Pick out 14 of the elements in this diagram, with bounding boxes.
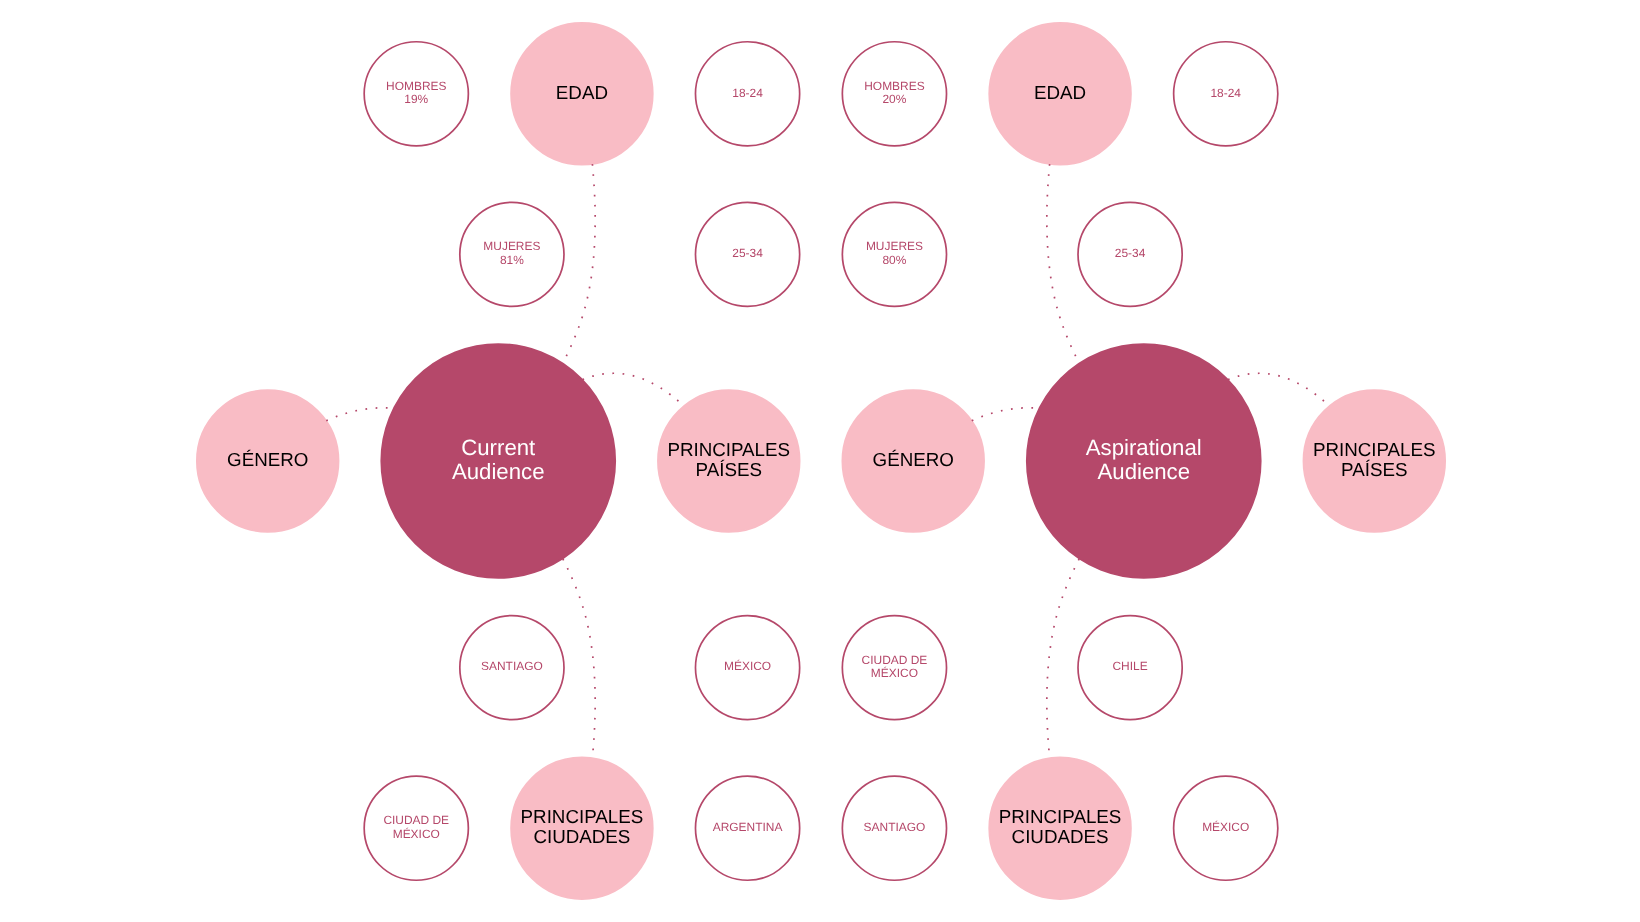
connector xyxy=(969,407,1039,422)
connector xyxy=(580,372,684,407)
connector xyxy=(1226,372,1329,407)
node-circle: PRINCIPALES PAÍSES xyxy=(1301,389,1446,533)
node-circle: EDAD xyxy=(509,22,653,166)
node-circle: PRINCIPALES CIUDADES xyxy=(987,756,1131,900)
connector xyxy=(324,407,394,422)
node-circle: EDAD xyxy=(987,22,1131,166)
node-circle: Aspirational Audience xyxy=(1024,343,1261,579)
node-circle: Current Audience xyxy=(379,343,616,579)
node-circle: GÉNERO xyxy=(840,389,984,533)
node-circle: PRINCIPALES CIUDADES xyxy=(509,756,653,900)
node-circle: GÉNERO xyxy=(194,389,339,533)
node-circle: PRINCIPALES PAÍSES xyxy=(656,389,800,533)
